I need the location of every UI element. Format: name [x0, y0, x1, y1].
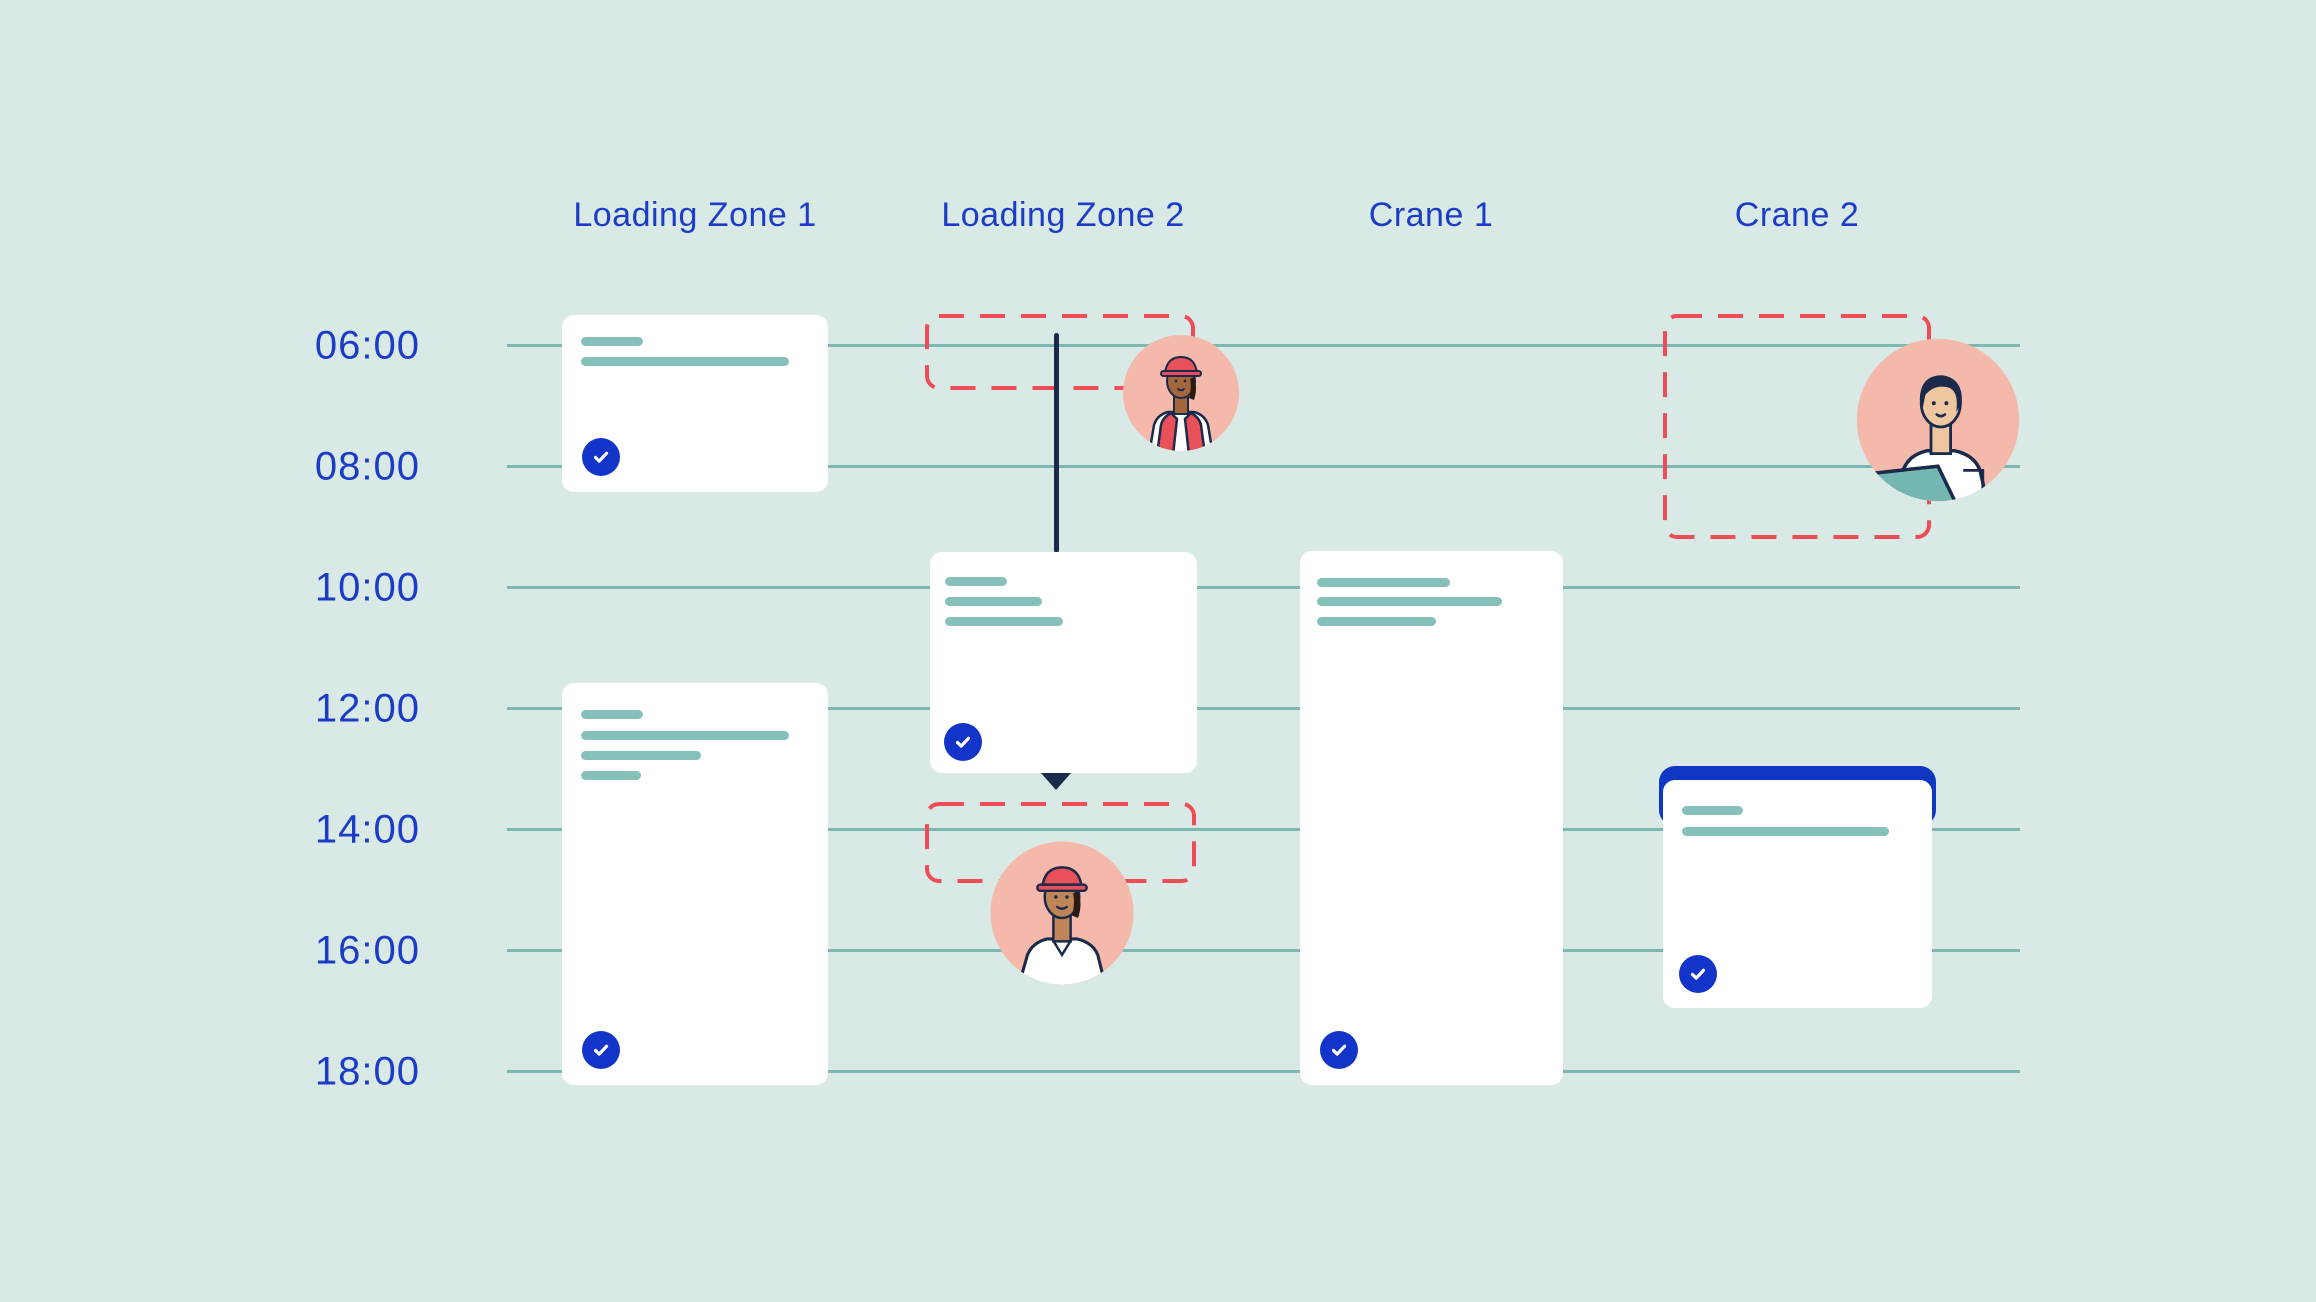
column-header-crane-1: Crane 1	[1368, 196, 1494, 234]
avatar-person-with-laptop	[1854, 336, 2022, 504]
time-label-1200: 12:00	[314, 686, 420, 731]
grid-line-0800	[507, 465, 2020, 468]
time-label-1800: 18:00	[314, 1049, 420, 1094]
move-arrow-line	[1054, 333, 1059, 553]
check-icon	[955, 736, 971, 748]
grid-line-1800	[507, 1070, 2020, 1073]
worker-hard-hat-illustration	[990, 841, 1134, 985]
check-icon	[593, 1044, 609, 1056]
worker-red-vest-illustration	[1123, 335, 1239, 451]
skeleton-line	[581, 357, 789, 366]
skeleton-line	[945, 597, 1042, 606]
check-badge	[1320, 1031, 1358, 1069]
skeleton-line	[581, 337, 643, 346]
time-label-1600: 16:00	[314, 928, 420, 973]
skeleton-line	[581, 710, 643, 719]
column-header-crane-2: Crane 2	[1734, 196, 1860, 234]
skeleton-line	[581, 751, 701, 760]
person-with-laptop-illustration	[1856, 338, 2020, 502]
check-icon	[1331, 1044, 1347, 1056]
time-label-1400: 14:00	[314, 807, 420, 852]
check-icon	[593, 451, 609, 463]
booking-card-crane-2[interactable]	[1663, 780, 1932, 1008]
skeleton-line	[945, 617, 1063, 626]
move-arrow-head-icon	[1041, 773, 1071, 790]
skeleton-line	[581, 771, 641, 780]
dashed-border	[1663, 314, 1931, 539]
booking-card-loading-zone-1-afternoon[interactable]	[562, 683, 828, 1085]
proposed-slot-crane-2-morning[interactable]	[1663, 314, 1931, 539]
column-header-loading-zone-2: Loading Zone 2	[941, 196, 1185, 234]
grid-line-1200	[507, 707, 2020, 710]
skeleton-line	[1317, 617, 1436, 626]
grid-line-1400	[507, 828, 2020, 831]
skeleton-line	[1317, 597, 1502, 606]
grid-line-1600	[507, 949, 2020, 952]
grid-line-0600	[507, 344, 2020, 347]
check-badge	[1679, 955, 1717, 993]
avatar-worker-hard-hat	[988, 839, 1136, 987]
grid-line-1000	[507, 586, 2020, 589]
skeleton-line	[1682, 827, 1889, 836]
check-icon	[1690, 968, 1706, 980]
skeleton-line	[1317, 578, 1450, 587]
booking-card-crane-1[interactable]	[1300, 551, 1563, 1085]
time-label-0600: 06:00	[314, 323, 420, 368]
check-badge	[582, 438, 620, 476]
column-header-loading-zone-1: Loading Zone 1	[573, 196, 817, 234]
time-label-0800: 08:00	[314, 444, 420, 489]
check-badge	[944, 723, 982, 761]
skeleton-line	[581, 731, 789, 740]
check-badge	[582, 1031, 620, 1069]
booking-card-loading-zone-2[interactable]	[930, 552, 1197, 773]
booking-card-loading-zone-1-morning[interactable]	[562, 315, 828, 492]
skeleton-line	[945, 577, 1007, 586]
avatar-worker-red-vest	[1121, 333, 1241, 453]
time-label-1000: 10:00	[314, 565, 420, 610]
skeleton-line	[1682, 806, 1743, 815]
